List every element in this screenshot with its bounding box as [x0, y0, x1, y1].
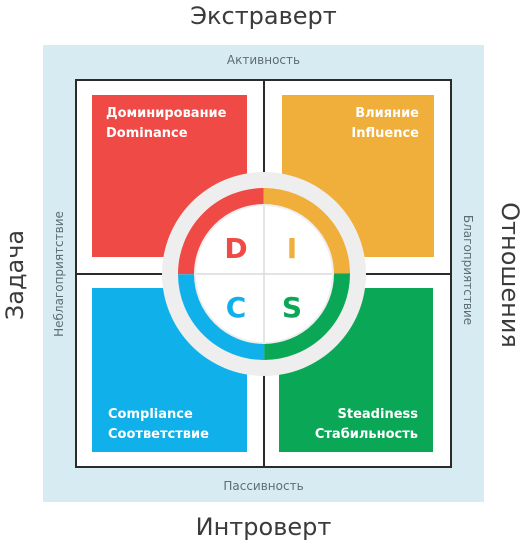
axis-label-active: Активность	[226, 53, 301, 67]
quadrant-compliance-label: Compliance Соответствие	[108, 405, 209, 445]
influence-label-ru: Влияние	[355, 106, 419, 121]
compliance-label-ru: Соответствие	[108, 427, 209, 442]
dominance-label-ru: Доминирование	[106, 106, 227, 121]
label-introvert: Интроверт	[195, 513, 332, 541]
compliance-label-en: Compliance	[108, 407, 193, 422]
label-extravert: Экстраверт	[190, 2, 337, 30]
quadrant-influence-label: Влияние Influence	[351, 104, 419, 144]
steadiness-label-ru: Стабильность	[314, 427, 418, 442]
letter-d: D	[224, 232, 247, 265]
quadrant-dominance-label: Доминирование Dominance	[106, 104, 226, 144]
letter-s: S	[282, 291, 302, 324]
axis-label-passive: Пассивность	[223, 479, 304, 493]
letter-i: I	[287, 232, 297, 265]
wheel-segment-d	[178, 188, 350, 360]
dominance-label-en: Dominance	[106, 126, 188, 141]
wheel-segment-c	[178, 188, 350, 360]
letter-c: C	[226, 291, 247, 324]
quadrant-steadiness-label: Steadiness Стабильность	[315, 405, 418, 445]
steadiness-label-en: Steadiness	[337, 407, 418, 422]
wheel-segment-s	[178, 188, 350, 360]
influence-label-en: Influence	[351, 126, 419, 141]
